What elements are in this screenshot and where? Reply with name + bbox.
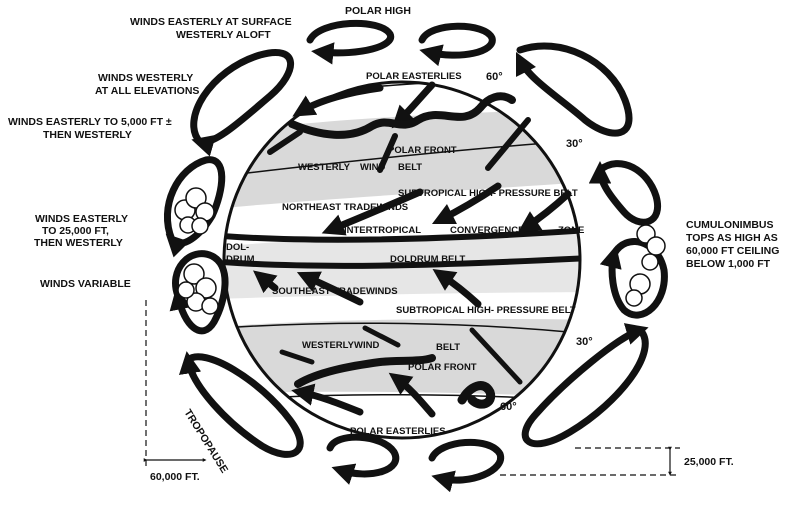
label-polar-front-bottom: POLAR FRONT xyxy=(408,362,477,373)
label-5000-2: THEN WESTERLY xyxy=(43,129,132,141)
cell-polar-high-right xyxy=(418,22,496,67)
cell-bottom-left-small xyxy=(326,433,400,485)
cloud-left-upper xyxy=(174,187,215,235)
northern-westerly-belt-band xyxy=(224,108,580,212)
cell-right-mid-upper xyxy=(588,160,662,226)
equator-line-upper xyxy=(224,227,580,243)
label-doldrum-1: DOL- xyxy=(226,242,249,253)
cloud-left-lower xyxy=(177,263,219,315)
northern-westerly-hollow-arrow-3 xyxy=(485,117,531,171)
tropopause-guides xyxy=(145,300,680,476)
label-westerly-top-1: WESTERLY xyxy=(298,162,351,173)
cell-bottom-right-small xyxy=(428,438,505,493)
polar-easterly-south-arrow-2 xyxy=(388,372,436,418)
label-westerly-all-1: WINDS WESTERLY xyxy=(98,72,193,84)
cell-top-left-small xyxy=(306,19,395,65)
ne-trade-arrow-1 xyxy=(321,188,424,236)
polar-easterly-arrow-1 xyxy=(292,84,384,117)
label-westerly-top-3: BELT xyxy=(398,162,422,173)
label-25000-1: WINDS EASTERLY xyxy=(35,213,128,225)
label-polar-easterlies-bottom: POLAR EASTERLIES xyxy=(350,426,446,437)
label-polar-front-top: POLAR FRONT xyxy=(388,145,457,156)
southern-westerly-hollow-arrow-3 xyxy=(469,327,523,385)
label-30-top: 30° xyxy=(566,138,583,150)
polar-front-south-curve xyxy=(294,354,436,388)
label-doldrum-2: DRUM xyxy=(226,254,255,265)
label-60-bottom: 60° xyxy=(500,401,517,413)
label-ne-trades: NORTHEAST TRADEWINDS xyxy=(282,202,408,213)
label-60000ft: 60,000 FT. xyxy=(150,471,200,483)
northern-westerly-hollow-arrow-1 xyxy=(267,129,303,155)
latitude-line-30s xyxy=(224,322,580,335)
cloud-right xyxy=(625,224,666,307)
southern-westerly-hollow-arrow-2 xyxy=(362,325,401,348)
label-polar-high: POLAR HIGH xyxy=(345,5,411,17)
polar-easterly-south-arrow-1 xyxy=(291,383,364,416)
label-easterly-surface-1: WINDS EASTERLY AT SURFACE xyxy=(130,16,292,28)
label-itcz-2: CONVERGENCE xyxy=(450,225,524,236)
equator-line-lower xyxy=(224,255,580,269)
label-westerly-bottom-2: WIND xyxy=(354,340,379,351)
label-westerly-bottom-1: WESTERLY xyxy=(302,340,355,351)
polar-easterly-arrow-2 xyxy=(391,81,436,129)
label-subtropical-bottom: SUBTROPICAL HIGH- PRESSURE BELT xyxy=(396,305,576,316)
label-se-trades: SOUTHEAST TRADEWINDS xyxy=(272,286,398,297)
se-trade-arrow-2 xyxy=(432,269,482,308)
cell-upper-right-large xyxy=(515,42,633,137)
polar-front-north-curve xyxy=(288,92,516,139)
label-westerly-top-2: WIND xyxy=(360,162,385,173)
label-itcz-3: ZONE xyxy=(558,225,584,236)
cell-left-lower xyxy=(169,250,229,335)
label-subtropical-top: SUBTROPICAL HIGH- PRESSURE BELT xyxy=(398,188,578,199)
label-60-top: 60° xyxy=(486,71,503,83)
southern-westerly-hollow-arrow-1 xyxy=(279,349,315,365)
cell-lower-right-large xyxy=(521,323,649,448)
inner-wind-arrows xyxy=(253,81,572,418)
label-25000-3: THEN WESTERLY xyxy=(34,237,123,249)
polar-front-south-hook xyxy=(457,381,496,409)
se-trade-arrow-3 xyxy=(253,270,279,294)
cell-upper-left-large xyxy=(190,49,295,157)
label-25000ft: 25,000 FT. xyxy=(684,456,734,468)
se-trade-arrow-1 xyxy=(296,271,364,306)
ne-trade-arrow-3 xyxy=(517,190,572,233)
label-westerly-bottom-3: BELT xyxy=(436,342,460,353)
ne-trade-arrow-2 xyxy=(431,182,502,225)
cumulus-clouds xyxy=(174,187,666,315)
cell-lower-left-large xyxy=(178,351,304,458)
northern-westerly-hollow-arrow-2 xyxy=(377,133,398,173)
label-25000-2: TO 25,000 FT, xyxy=(42,225,109,237)
label-doldrum-belt: DOLDRUM BELT xyxy=(390,254,465,265)
label-cb-1: CUMULONIMBUS xyxy=(686,219,774,231)
cell-right-mid-lower xyxy=(599,238,668,319)
cell-left-mid xyxy=(164,156,226,258)
label-easterly-surface-2: WESTERLY ALOFT xyxy=(176,29,271,41)
label-westerly-all-2: AT ALL ELEVATIONS xyxy=(95,85,199,97)
circulation-cells xyxy=(164,19,668,493)
dimension-markers xyxy=(143,446,672,476)
label-itcz-1: INTERTROPICAL xyxy=(344,225,421,236)
label-cb-3: 60,000 FT CEILING xyxy=(686,245,779,257)
label-cb-4: BELOW 1,000 FT xyxy=(686,258,771,270)
label-variable: WINDS VARIABLE xyxy=(40,278,131,290)
label-cb-2: TOPS AS HIGH AS xyxy=(686,232,778,244)
label-5000-1: WINDS EASTERLY TO 5,000 FT ± xyxy=(8,116,172,128)
label-30-bottom: 30° xyxy=(576,336,593,348)
label-polar-easterlies-top: POLAR EASTERLIES xyxy=(366,71,462,82)
